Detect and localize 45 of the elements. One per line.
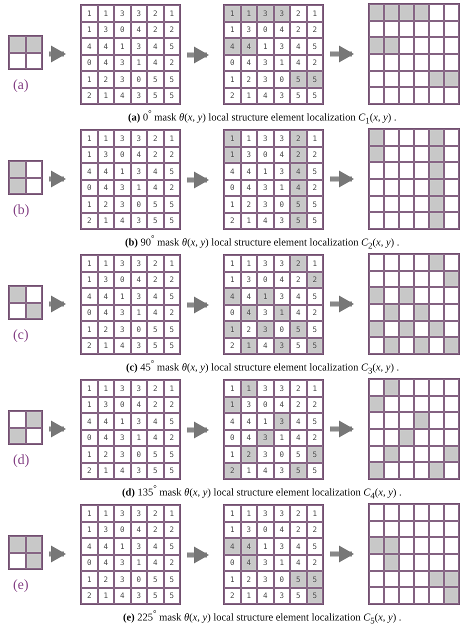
number-grid bbox=[223, 504, 324, 605]
caption: (c) 45$^{°}$ mask θ(x, y) local structure element localization C$_{3}$(x, y) . bbox=[126, 358, 400, 376]
mask-square bbox=[8, 535, 43, 570]
caption: (b) 90$^{°}$ mask θ(x, y) local structure element localization C$_{2}$(x, y) . bbox=[125, 233, 400, 251]
arrow bbox=[330, 170, 354, 188]
mask-square bbox=[8, 410, 43, 445]
arrow bbox=[187, 172, 209, 188]
arrow bbox=[187, 546, 209, 564]
arrow bbox=[330, 546, 354, 562]
arrow bbox=[330, 296, 354, 312]
arrow bbox=[187, 46, 209, 64]
number-grid bbox=[80, 504, 181, 605]
arrow bbox=[187, 296, 209, 314]
panel-label: (a) bbox=[13, 78, 29, 94]
caption: (d) 135$^{°}$ mask θ(x, y) local structure element localization C$_{4}$(x, y) . bbox=[122, 483, 402, 501]
result-grid bbox=[368, 128, 460, 230]
arrow bbox=[49, 170, 66, 188]
result-grid bbox=[368, 3, 460, 105]
panel-label: (b) bbox=[13, 203, 30, 219]
number-grid bbox=[80, 129, 181, 230]
arrow bbox=[49, 296, 66, 312]
number-grid bbox=[80, 379, 181, 480]
mask-square bbox=[8, 160, 43, 195]
arrow bbox=[49, 420, 66, 438]
caption: (e) 225$^{°}$ mask θ(x, y) local structure element localization C$_{5}$(x, y) . bbox=[123, 608, 402, 626]
number-grid bbox=[223, 254, 324, 355]
panel-label: (c) bbox=[13, 328, 29, 344]
number-grid bbox=[80, 254, 181, 355]
arrow bbox=[187, 422, 209, 438]
mask-square bbox=[8, 285, 43, 320]
arrow bbox=[49, 46, 66, 62]
result-grid bbox=[368, 378, 460, 480]
number-grid bbox=[80, 4, 181, 105]
result-grid bbox=[368, 253, 460, 355]
number-grid bbox=[223, 129, 324, 230]
mask-square bbox=[8, 35, 43, 70]
result-grid bbox=[368, 503, 460, 605]
panel-label: (e) bbox=[13, 578, 29, 594]
caption: (a) 0$^{°}$ mask θ(x, y) local structure element localization C$_{1}$(x, y) . bbox=[128, 108, 397, 126]
arrow bbox=[49, 546, 66, 562]
number-grid bbox=[223, 4, 324, 105]
panel-label: (d) bbox=[13, 453, 30, 469]
arrow bbox=[330, 46, 354, 62]
number-grid bbox=[223, 379, 324, 480]
arrow bbox=[330, 420, 354, 438]
